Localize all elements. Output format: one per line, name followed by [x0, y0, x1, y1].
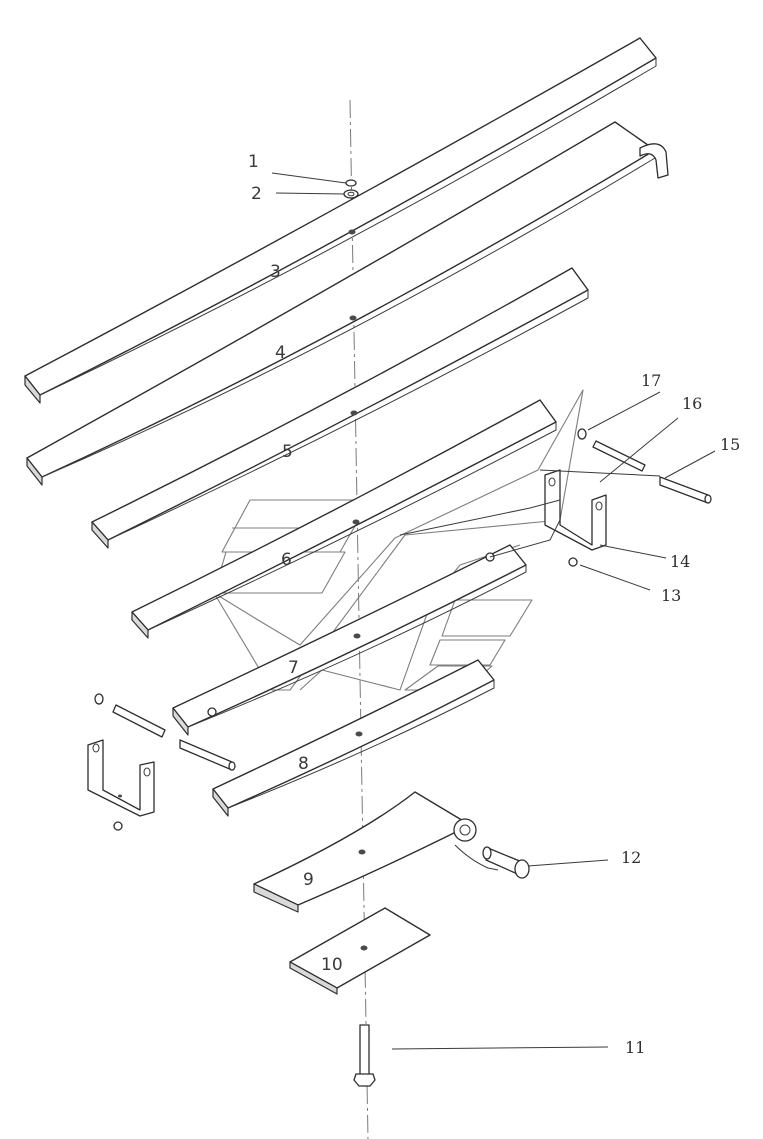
leaf-10 — [289, 907, 431, 995]
label-part-5: 5 — [282, 442, 293, 462]
pin-left-lower — [179, 739, 236, 771]
label-part-15: 15 — [720, 435, 740, 454]
leader-lines — [271, 172, 716, 1050]
label-part-9: 9 — [303, 870, 314, 890]
leaf-9 — [253, 791, 499, 913]
shackle-bracket-left — [87, 739, 155, 817]
leaf-3 — [24, 37, 657, 404]
shackle-bracket-14 — [544, 469, 607, 551]
label-part-13: 13 — [661, 586, 681, 605]
nut-17 — [577, 428, 587, 440]
label-part-2: 2 — [251, 184, 262, 204]
nut-left — [94, 693, 104, 705]
leaf-6 — [131, 399, 557, 639]
pin-16 — [592, 440, 646, 472]
label-part-7: 7 — [288, 658, 299, 678]
label-part-8: 8 — [298, 754, 309, 774]
pin-15 — [659, 476, 712, 504]
bushing-12 — [482, 846, 530, 879]
leaf-7 — [172, 544, 527, 736]
label-part-3: 3 — [270, 262, 281, 282]
label-part-1: 1 — [248, 152, 259, 172]
label-part-4: 4 — [275, 343, 286, 363]
label-part-16: 16 — [682, 394, 702, 413]
bolt-left — [113, 821, 123, 831]
label-part-11: 11 — [625, 1038, 645, 1057]
pin-left-upper — [112, 704, 166, 738]
leaf-8 — [212, 659, 495, 817]
center-bolt-11 — [353, 1024, 376, 1087]
label-part-17: 17 — [641, 371, 661, 390]
washer-2 — [343, 189, 359, 199]
bolt-13 — [568, 557, 578, 567]
nut-1 — [345, 179, 357, 187]
label-part-6: 6 — [281, 550, 292, 570]
leaf-5 — [91, 267, 589, 549]
assembly-guide-lines-right — [399, 469, 661, 558]
leaf-4 — [26, 121, 669, 486]
label-part-10: 10 — [321, 955, 343, 975]
label-part-12: 12 — [621, 848, 641, 867]
label-part-14: 14 — [670, 552, 690, 571]
